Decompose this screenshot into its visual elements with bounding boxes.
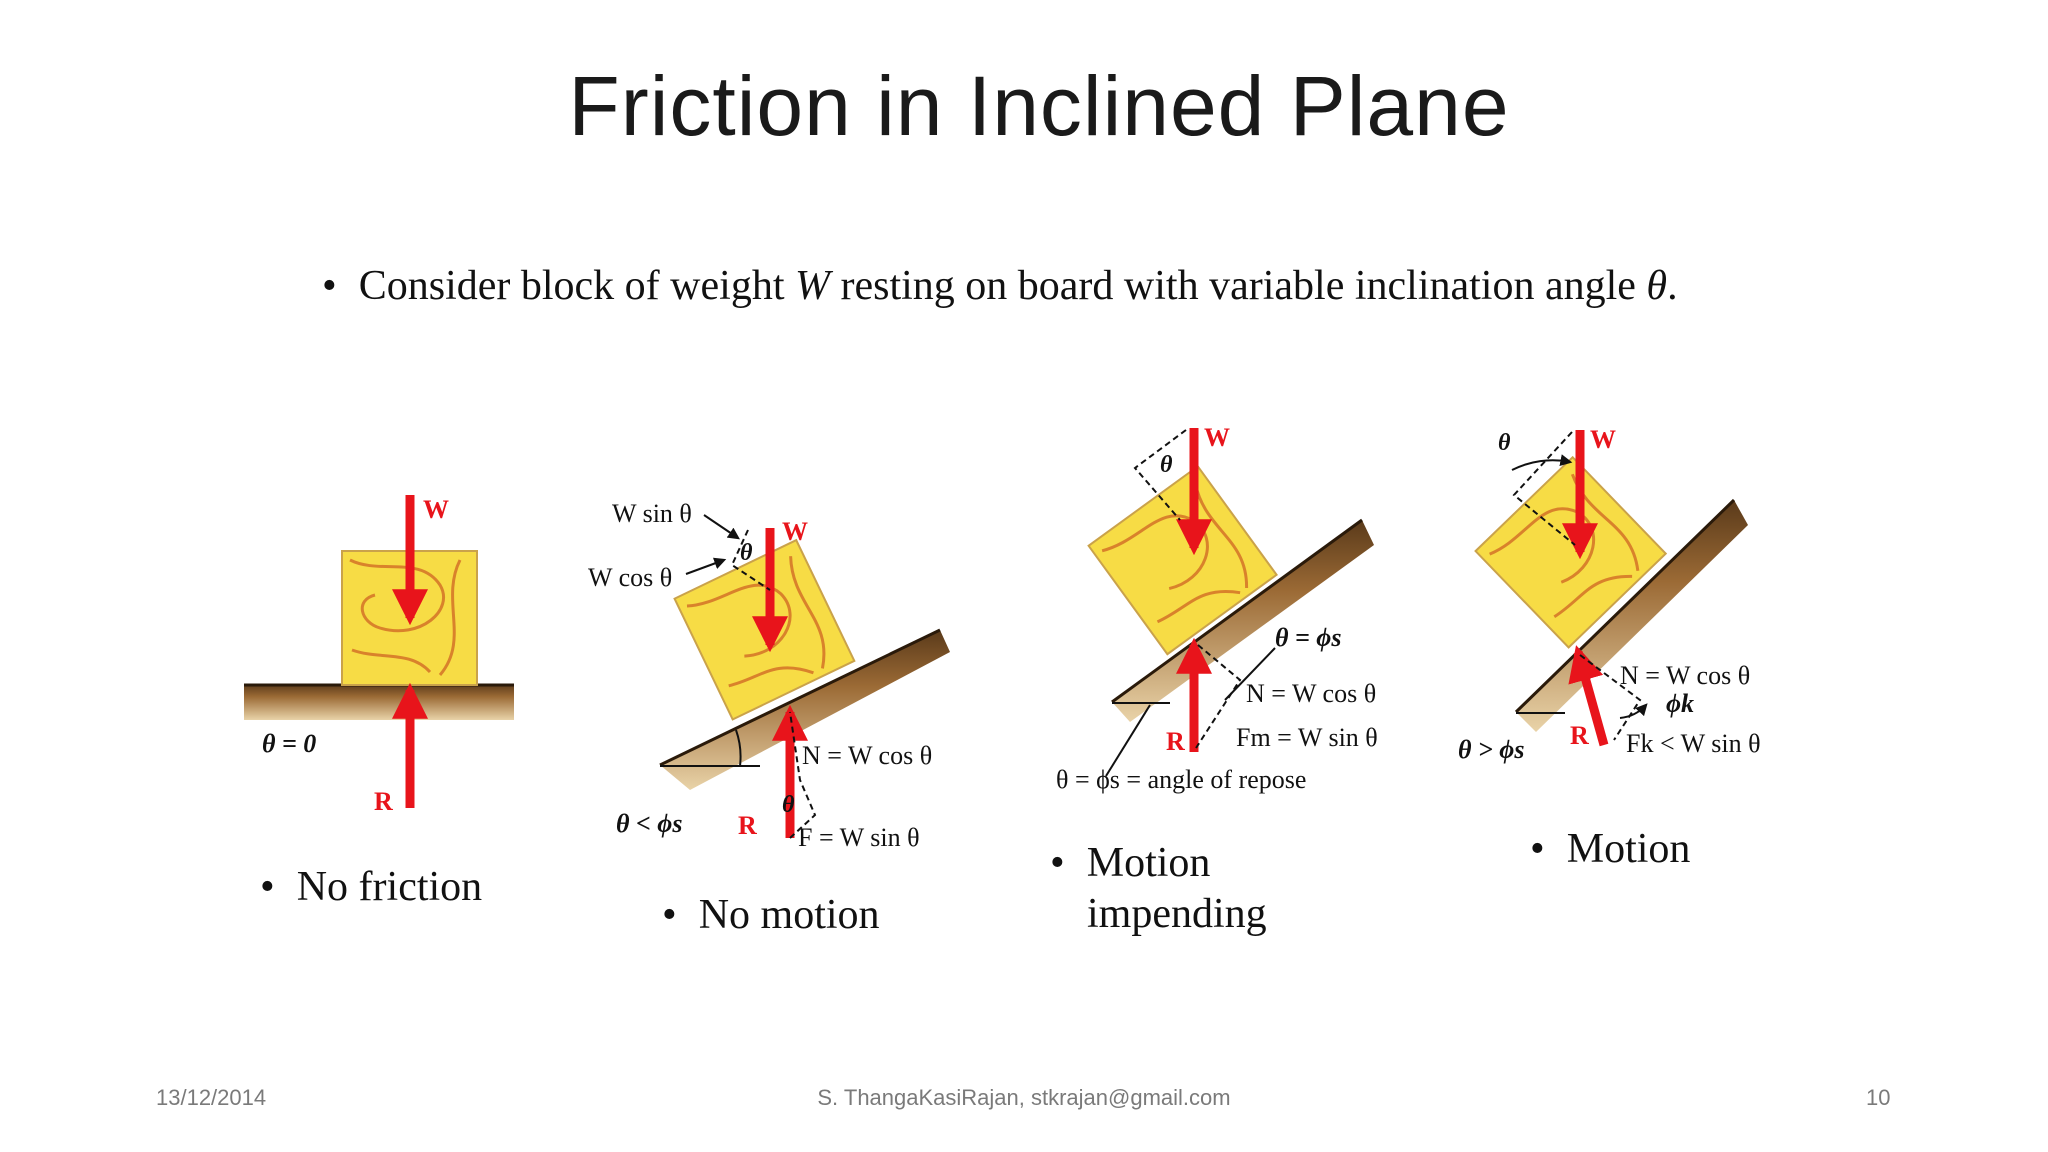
bullet-weight-symbol: W xyxy=(794,263,830,309)
weight-label: W xyxy=(782,517,808,546)
phi-k-label: ϕk xyxy=(1666,689,1694,718)
theta-bottom-label: θ xyxy=(782,792,795,818)
reaction-label: R xyxy=(1166,727,1185,756)
bullet-text-prefix: Consider block of weight xyxy=(358,263,795,309)
theta-top-label: θ xyxy=(1498,430,1511,456)
figure-motion-impending: θ W θ = ϕs N = W cos θ Fm = W sin θ R θ … xyxy=(1056,423,1378,794)
bullet-dot: • xyxy=(322,263,337,309)
weight-label: W xyxy=(1590,425,1616,454)
bullet-text-mid: resting on board with variable inclinati… xyxy=(829,263,1647,309)
caption-no-friction: •No friction xyxy=(260,864,483,910)
board xyxy=(244,684,514,720)
angle-label: θ > ϕs xyxy=(1458,735,1524,764)
normal-label: N = W cos θ xyxy=(1620,661,1750,690)
caption-no-motion: •No motion xyxy=(662,892,880,938)
angle-of-repose-label: θ = ϕs = angle of repose xyxy=(1056,765,1306,794)
slide-title: Friction in Inclined Plane xyxy=(568,59,1510,153)
normal-label: N = W cos θ xyxy=(1246,679,1376,708)
figure-no-friction: W R θ = 0 xyxy=(244,495,514,816)
caption-motion-impending: •Motion impending xyxy=(1050,840,1267,937)
reaction-label: R xyxy=(1570,721,1589,750)
footer-page-number: 10 xyxy=(1866,1085,1891,1110)
reaction-arrow xyxy=(1568,645,1609,747)
footer-date: 13/12/2014 xyxy=(156,1085,267,1110)
normal-label: N = W cos θ xyxy=(802,741,932,770)
weight-label: W xyxy=(423,495,449,524)
figure-no-motion: W sin θ W cos θ θ W θ N = W cos θ F = W … xyxy=(588,499,950,852)
wood-block xyxy=(1087,465,1278,656)
wsin-label: W sin θ xyxy=(612,499,692,528)
bullet-text-suffix: . xyxy=(1667,263,1678,309)
reaction-label: R xyxy=(738,811,757,840)
bullet-theta-symbol: θ xyxy=(1646,263,1668,309)
friction-label: F = W sin θ xyxy=(798,823,920,852)
theta-top-label: θ xyxy=(740,540,753,566)
intro-bullet: • Consider block of weight W resting on b… xyxy=(322,262,1678,310)
angle-label: θ = 0 xyxy=(262,729,316,758)
wcos-label: W cos θ xyxy=(588,563,672,592)
figure-motion: θ W N = W cos θ ϕk Fk < W sin θ R θ > ϕs xyxy=(1458,425,1761,764)
kinetic-friction-label: Fk < W sin θ xyxy=(1626,729,1761,758)
theta-equals-phi-label: θ = ϕs xyxy=(1275,623,1341,652)
theta-top-label: θ xyxy=(1160,452,1173,478)
caption-motion: •Motion xyxy=(1530,826,1691,872)
weight-label: W xyxy=(1204,423,1230,452)
friction-max-label: Fm = W sin θ xyxy=(1236,723,1378,752)
reaction-label: R xyxy=(374,787,393,816)
angle-label: θ < ϕs xyxy=(616,809,682,838)
footer-author: S. ThangaKasiRajan, stkrajan@gmail.com xyxy=(817,1085,1231,1110)
